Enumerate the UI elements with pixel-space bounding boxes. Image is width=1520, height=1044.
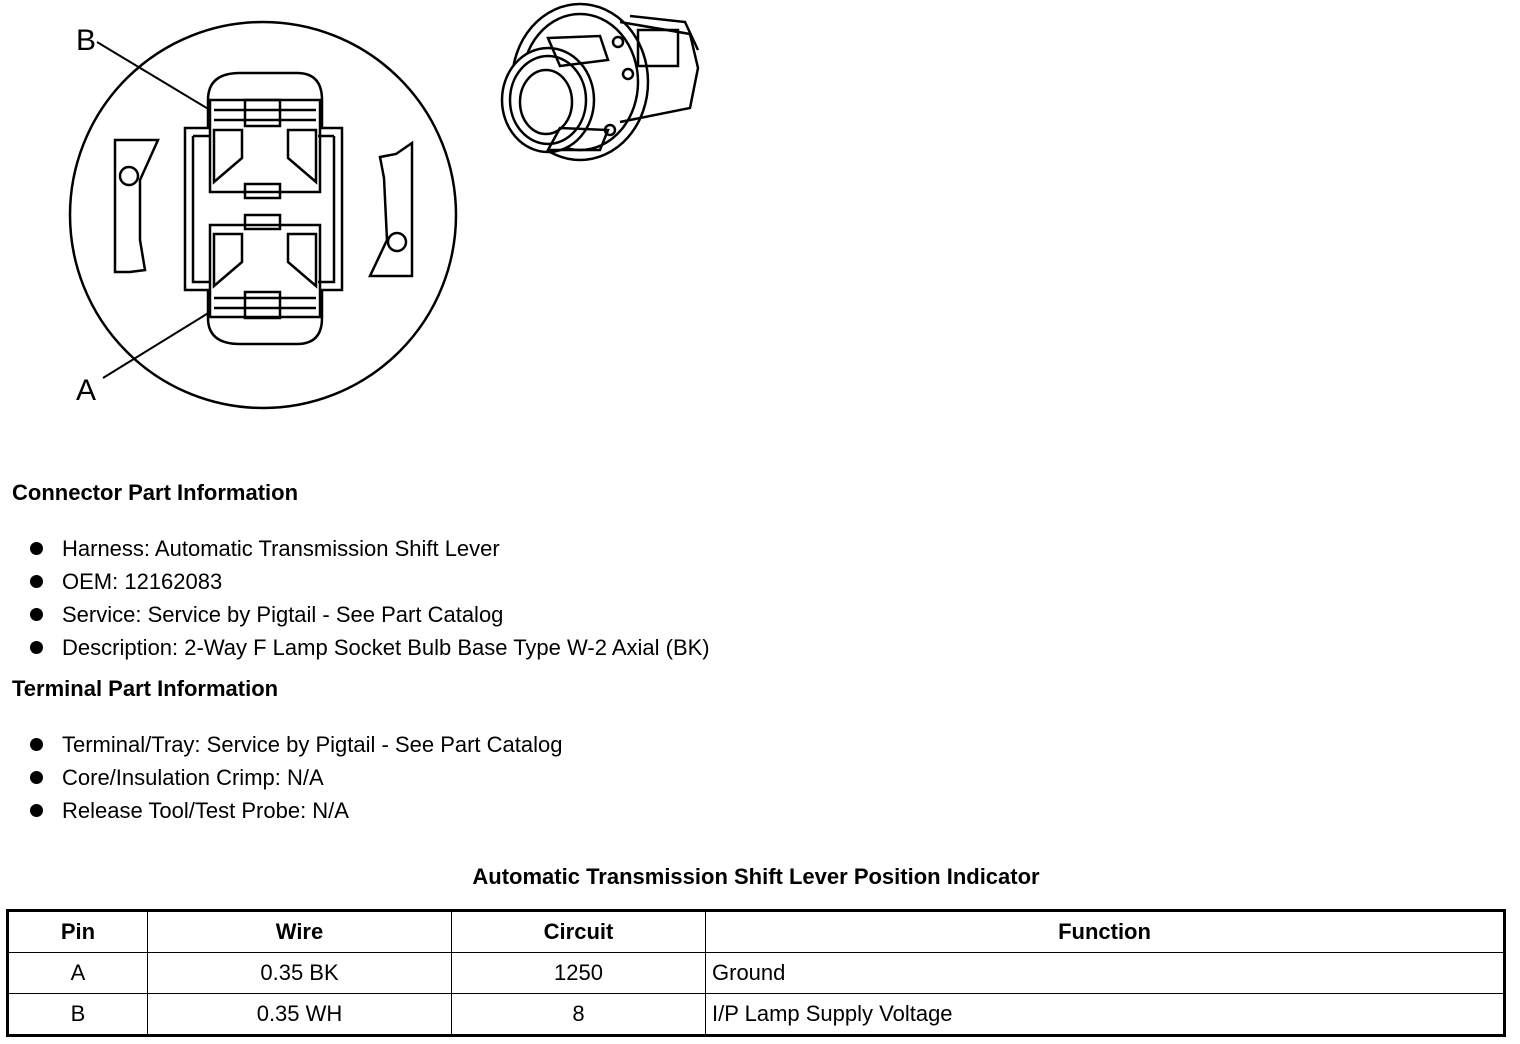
cell-function: I/P Lamp Supply Voltage — [705, 993, 1505, 1036]
list-item: Terminal/Tray: Service by Pigtail - See … — [30, 728, 563, 761]
bullet-icon — [30, 804, 43, 817]
left-locking-tab — [113, 138, 160, 274]
table-title: Automatic Transmission Shift Lever Posit… — [472, 864, 1040, 889]
terminal-part-info-heading: Terminal Part Information — [12, 676, 279, 701]
table-header-row: Pin Wire Circuit Function — [7, 910, 1505, 953]
bullet-icon — [30, 738, 43, 751]
right-locking-tab — [368, 140, 414, 278]
pin-label-b: B — [76, 24, 96, 57]
cell-pin: B — [7, 993, 148, 1036]
leader-line-b — [96, 41, 211, 111]
connector-housing — [183, 71, 344, 346]
bullet-icon — [30, 542, 43, 555]
cell-circuit: 8 — [451, 993, 706, 1036]
connector-outer-circle — [68, 20, 458, 410]
cavity-b — [208, 98, 322, 194]
list-item: Description: 2-Way F Lamp Socket Bulb Ba… — [30, 631, 710, 664]
list-item: Harness: Automatic Transmission Shift Le… — [30, 532, 710, 565]
leader-line-a — [102, 311, 211, 379]
pin-table: Pin Wire Circuit Function A 0.35 BK 1250… — [6, 909, 1506, 1037]
pin-label-a: A — [76, 374, 96, 407]
column-header-pin: Pin — [7, 910, 148, 953]
list-item: Service: Service by Pigtail - See Part C… — [30, 598, 710, 631]
column-header-wire: Wire — [147, 910, 452, 953]
cell-pin: A — [7, 952, 148, 994]
connector-face-diagram: B A — [68, 2, 700, 410]
bullet-icon — [30, 771, 43, 784]
table-row: B 0.35 WH 8 I/P Lamp Supply Voltage — [7, 993, 1505, 1036]
cell-wire: 0.35 BK — [147, 952, 452, 994]
cell-function: Ground — [705, 952, 1505, 994]
bullet-icon — [30, 641, 43, 654]
column-header-function: Function — [705, 910, 1505, 953]
cell-wire: 0.35 WH — [147, 993, 452, 1036]
cell-circuit: 1250 — [451, 952, 706, 994]
table-row: A 0.35 BK 1250 Ground — [7, 952, 1505, 994]
terminal-part-info-list: Terminal/Tray: Service by Pigtail - See … — [30, 728, 563, 827]
connector-part-info-heading: Connector Part Information — [12, 480, 299, 505]
bullet-icon — [30, 608, 43, 621]
bullet-icon — [30, 575, 43, 588]
connector-part-info-list: Harness: Automatic Transmission Shift Le… — [30, 532, 710, 664]
list-item: Release Tool/Test Probe: N/A — [30, 794, 563, 827]
cavity-a — [208, 223, 322, 319]
column-header-circuit: Circuit — [451, 910, 706, 953]
list-item: OEM: 12162083 — [30, 565, 710, 598]
lamp-socket-3d-illustration — [500, 2, 700, 162]
list-item: Core/Insulation Crimp: N/A — [30, 761, 563, 794]
